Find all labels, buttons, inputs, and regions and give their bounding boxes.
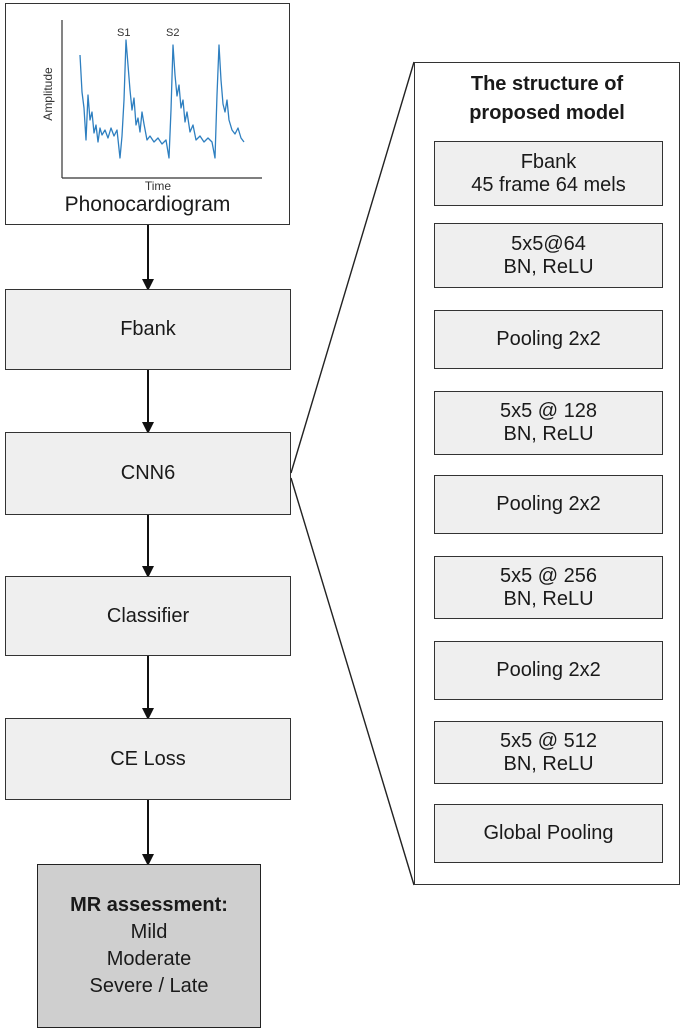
layer-7-line1: Pooling 2x2 — [496, 659, 601, 681]
layer-conv-256: 5x5 @ 256 BN, ReLU — [434, 556, 663, 619]
cnn6-box: CNN6 — [5, 432, 291, 515]
layer-pooling-3: Pooling 2x2 — [434, 641, 663, 700]
layer-6-line1: 5x5 @ 256 — [499, 564, 598, 587]
ce-loss-box: CE Loss — [5, 718, 291, 800]
layer-1-line1: Fbank — [520, 150, 577, 173]
fbank-label: Fbank — [120, 318, 176, 340]
zoom-line-top — [290, 61, 415, 474]
layer-5-line1: Pooling 2x2 — [496, 493, 601, 515]
layer-conv-64: 5x5@64 BN, ReLU — [434, 223, 663, 288]
layer-pooling-2: Pooling 2x2 — [434, 475, 663, 534]
layer-pooling-1: Pooling 2x2 — [434, 310, 663, 369]
layer-4-line2: BN, ReLU — [503, 423, 594, 445]
layer-8-line1: 5x5 @ 512 — [499, 729, 598, 752]
layer-fbank-input: Fbank 45 frame 64 mels — [434, 141, 663, 206]
layer-4-line1: 5x5 @ 128 — [499, 400, 598, 422]
layer-3-line1: Pooling 2x2 — [496, 328, 601, 350]
layer-conv-512: 5x5 @ 512 BN, ReLU — [434, 721, 663, 784]
layer-9-line1: Global Pooling — [483, 822, 614, 844]
classifier-box: Classifier — [5, 576, 291, 656]
mr-class-mild: Mild — [130, 921, 168, 943]
layer-2-line2: BN, ReLU — [503, 255, 594, 278]
ce-loss-label: CE Loss — [110, 747, 186, 770]
model-title-line1: The structure of — [470, 73, 624, 95]
mr-assessment-box: MR assessment: Mild Moderate Severe / La… — [37, 864, 261, 1028]
layer-6-line2: BN, ReLU — [503, 587, 594, 610]
layer-8-line2: BN, ReLU — [503, 752, 594, 775]
layer-global-pooling: Global Pooling — [434, 804, 663, 863]
pcg-caption: Phonocardiogram — [64, 193, 231, 216]
mr-class-severe-late: Severe / Late — [89, 975, 209, 997]
layer-2-line1: 5x5@64 — [511, 232, 586, 255]
zoom-line-bottom — [290, 477, 415, 886]
fbank-box: Fbank — [5, 289, 291, 370]
pcg-panel — [5, 3, 290, 225]
mr-class-moderate: Moderate — [106, 948, 192, 970]
model-title-line2: proposed model — [469, 102, 625, 124]
layer-conv-128: 5x5 @ 128 BN, ReLU — [434, 391, 663, 455]
layer-1-line2: 45 frame 64 mels — [471, 173, 626, 196]
mr-assessment-title: MR assessment: — [70, 894, 228, 916]
classifier-label: Classifier — [106, 604, 190, 627]
cnn6-label: CNN6 — [120, 462, 176, 484]
